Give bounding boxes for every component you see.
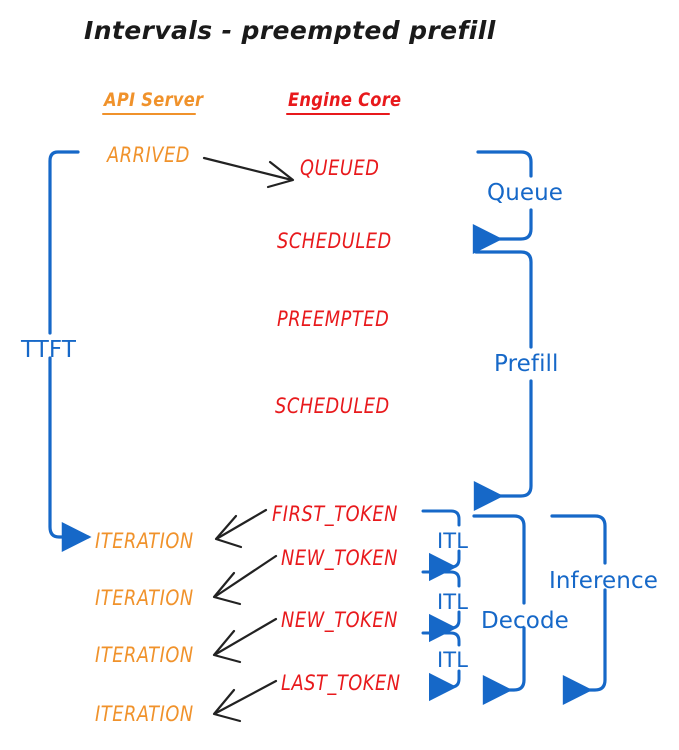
bracket-itl-3-top-segment (421, 631, 461, 647)
event-first-token: FIRST_TOKEN (272, 502, 398, 526)
bracket-itl-2-bottom-segment (429, 610, 461, 643)
event-iteration-3: ITERATION (95, 643, 194, 667)
bracket-itl-2 (421, 570, 461, 643)
arrow-new-token-2-to-iteration (212, 617, 278, 664)
bracket-decode (472, 514, 526, 706)
page-title: Intervals - preempted prefill (84, 16, 496, 45)
bracket-itl-3 (421, 631, 461, 702)
bracket-inference-top-segment (550, 514, 607, 565)
event-scheduled-2: SCHEDULED (275, 394, 390, 418)
bracket-prefill-top-segment (474, 250, 533, 349)
arrow-new-token-1-to-iteration (212, 554, 278, 606)
bracket-inference-bottom-segment (562, 588, 607, 706)
arrow-first-token-to-iteration (214, 508, 268, 549)
event-last-token: LAST_TOKEN (281, 671, 401, 695)
event-iteration-1: ITERATION (95, 529, 194, 553)
bracket-decode-top-segment (472, 514, 526, 605)
column-header-api-server: API Server (104, 89, 204, 111)
bracket-ttft-top-segment (48, 150, 80, 335)
bracket-inference (550, 514, 607, 706)
column-header-engine-core-underline (286, 113, 390, 116)
event-new-token-1: NEW_TOKEN (281, 546, 398, 570)
bracket-ttft (48, 150, 92, 553)
bracket-ttft-bottom-segment (48, 356, 92, 553)
bracket-decode-bottom-segment (482, 626, 526, 706)
bracket-queue (472, 150, 533, 255)
bracket-itl-1-top-segment (421, 509, 461, 527)
interval-label-itl-3: ITL (437, 648, 469, 672)
bracket-itl-3-bottom-segment (429, 669, 461, 702)
interval-label-itl-1: ITL (437, 529, 469, 553)
arrow-last-token-to-iteration (212, 679, 278, 723)
bracket-prefill-bottom-segment (473, 379, 533, 512)
interval-label-inference: Inference (549, 568, 658, 594)
column-header-engine-core: Engine Core (288, 89, 402, 111)
event-scheduled-1: SCHEDULED (277, 229, 392, 253)
event-iteration-2: ITERATION (95, 586, 194, 610)
event-new-token-2: NEW_TOKEN (281, 608, 398, 632)
interval-label-ttft: TTFT (21, 337, 76, 363)
interval-label-prefill: Prefill (494, 351, 559, 377)
bracket-itl-1-bottom-segment (429, 549, 461, 582)
bracket-prefill (473, 250, 533, 512)
event-arrived: ARRIVED (107, 143, 191, 167)
interval-label-decode: Decode (481, 608, 569, 634)
bracket-itl-1 (421, 509, 461, 582)
bracket-queue-bottom-segment (472, 208, 533, 255)
interval-label-queue: Queue (487, 180, 564, 206)
bracket-queue-top-segment (476, 150, 533, 178)
column-header-api-server-underline (102, 113, 196, 116)
event-queued: QUEUED (300, 156, 380, 180)
event-preempted: PREEMPTED (277, 307, 390, 331)
event-iteration-4: ITERATION (95, 702, 194, 726)
bracket-itl-2-top-segment (421, 570, 461, 588)
arrow-arrived-to-queued (202, 156, 295, 189)
interval-label-itl-2: ITL (437, 590, 469, 614)
